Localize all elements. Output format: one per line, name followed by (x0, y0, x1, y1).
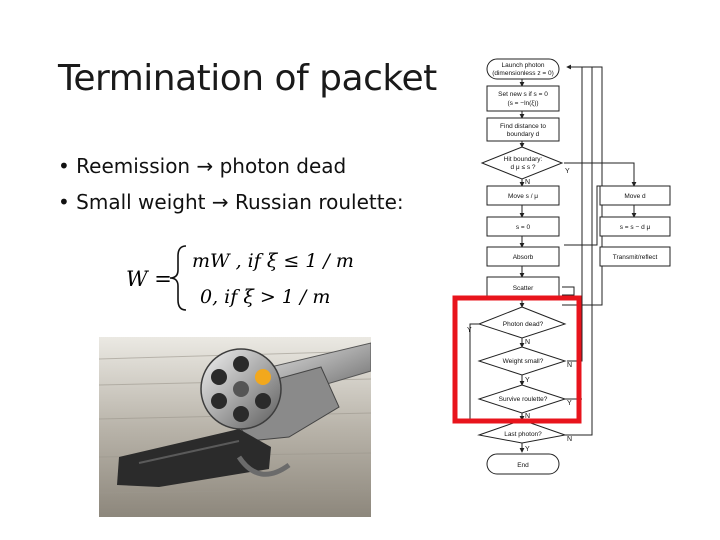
node-hit-boundary-l2: d μ ≤ s ? (510, 164, 535, 171)
bullet-small-weight: • Small weight → Russian roulette: (58, 184, 404, 220)
formula-brace (170, 246, 186, 310)
bullet-reemission: • Reemission → photon dead (58, 148, 404, 184)
label-weight-no: N (567, 362, 572, 369)
monte-carlo-flowchart: Launch photon (dimensionless z = 0) Set … (452, 55, 692, 480)
node-weight-small: Weight small? (503, 358, 544, 365)
node-s-update: s = s − d μ (620, 224, 651, 231)
formula-case-1: mW , if ξ ≤ 1 / m (192, 250, 354, 272)
node-launch-l1: Launch photon (501, 62, 544, 69)
node-set-s-l1: Set new s if s = 0 (498, 91, 548, 98)
label-survive-yes: Y (567, 400, 572, 407)
node-last-photon: Last photon? (504, 431, 542, 438)
node-set-s-l2: (s = −ln(ξ)) (507, 100, 538, 107)
bullet-list: • Reemission → photon dead • Small weigh… (58, 148, 404, 220)
label-dead-yes: Y (467, 327, 472, 334)
node-survive: Survive roulette? (499, 396, 548, 403)
node-launch-l2: (dimensionless z = 0) (492, 70, 554, 77)
slide-title: Termination of packet (58, 58, 437, 99)
label-last-no: N (567, 436, 572, 443)
node-transmit: Transmit/reflect (613, 254, 658, 261)
node-photon-dead: Photon dead? (503, 321, 544, 328)
node-find-dist-l1: Find distance to (500, 123, 546, 130)
revolver-photo (99, 337, 371, 517)
label-last-yes: Y (525, 446, 530, 453)
label-dead-no: N (525, 339, 530, 346)
node-absorb: Absorb (513, 254, 534, 261)
loaded-chamber (255, 369, 271, 385)
node-move-left: Move s / μ (508, 193, 538, 200)
formula-case-2: 0, if ξ > 1 / m (200, 286, 330, 308)
node-end: End (517, 462, 529, 469)
label-hit-yes: Y (565, 168, 570, 175)
node-find-dist-l2: boundary d (507, 131, 540, 138)
label-hit-no: N (525, 179, 530, 186)
node-move-right: Move d (624, 193, 646, 200)
label-weight-yes: Y (525, 377, 530, 384)
node-scatter: Scatter (513, 285, 534, 292)
node-hit-boundary-l1: Hit boundary: (504, 156, 543, 163)
formula-lhs: W = (126, 267, 172, 291)
node-s-zero: s = 0 (516, 224, 531, 231)
roulette-formula: W = mW , if ξ ≤ 1 / m 0, if ξ > 1 / m (126, 242, 356, 314)
